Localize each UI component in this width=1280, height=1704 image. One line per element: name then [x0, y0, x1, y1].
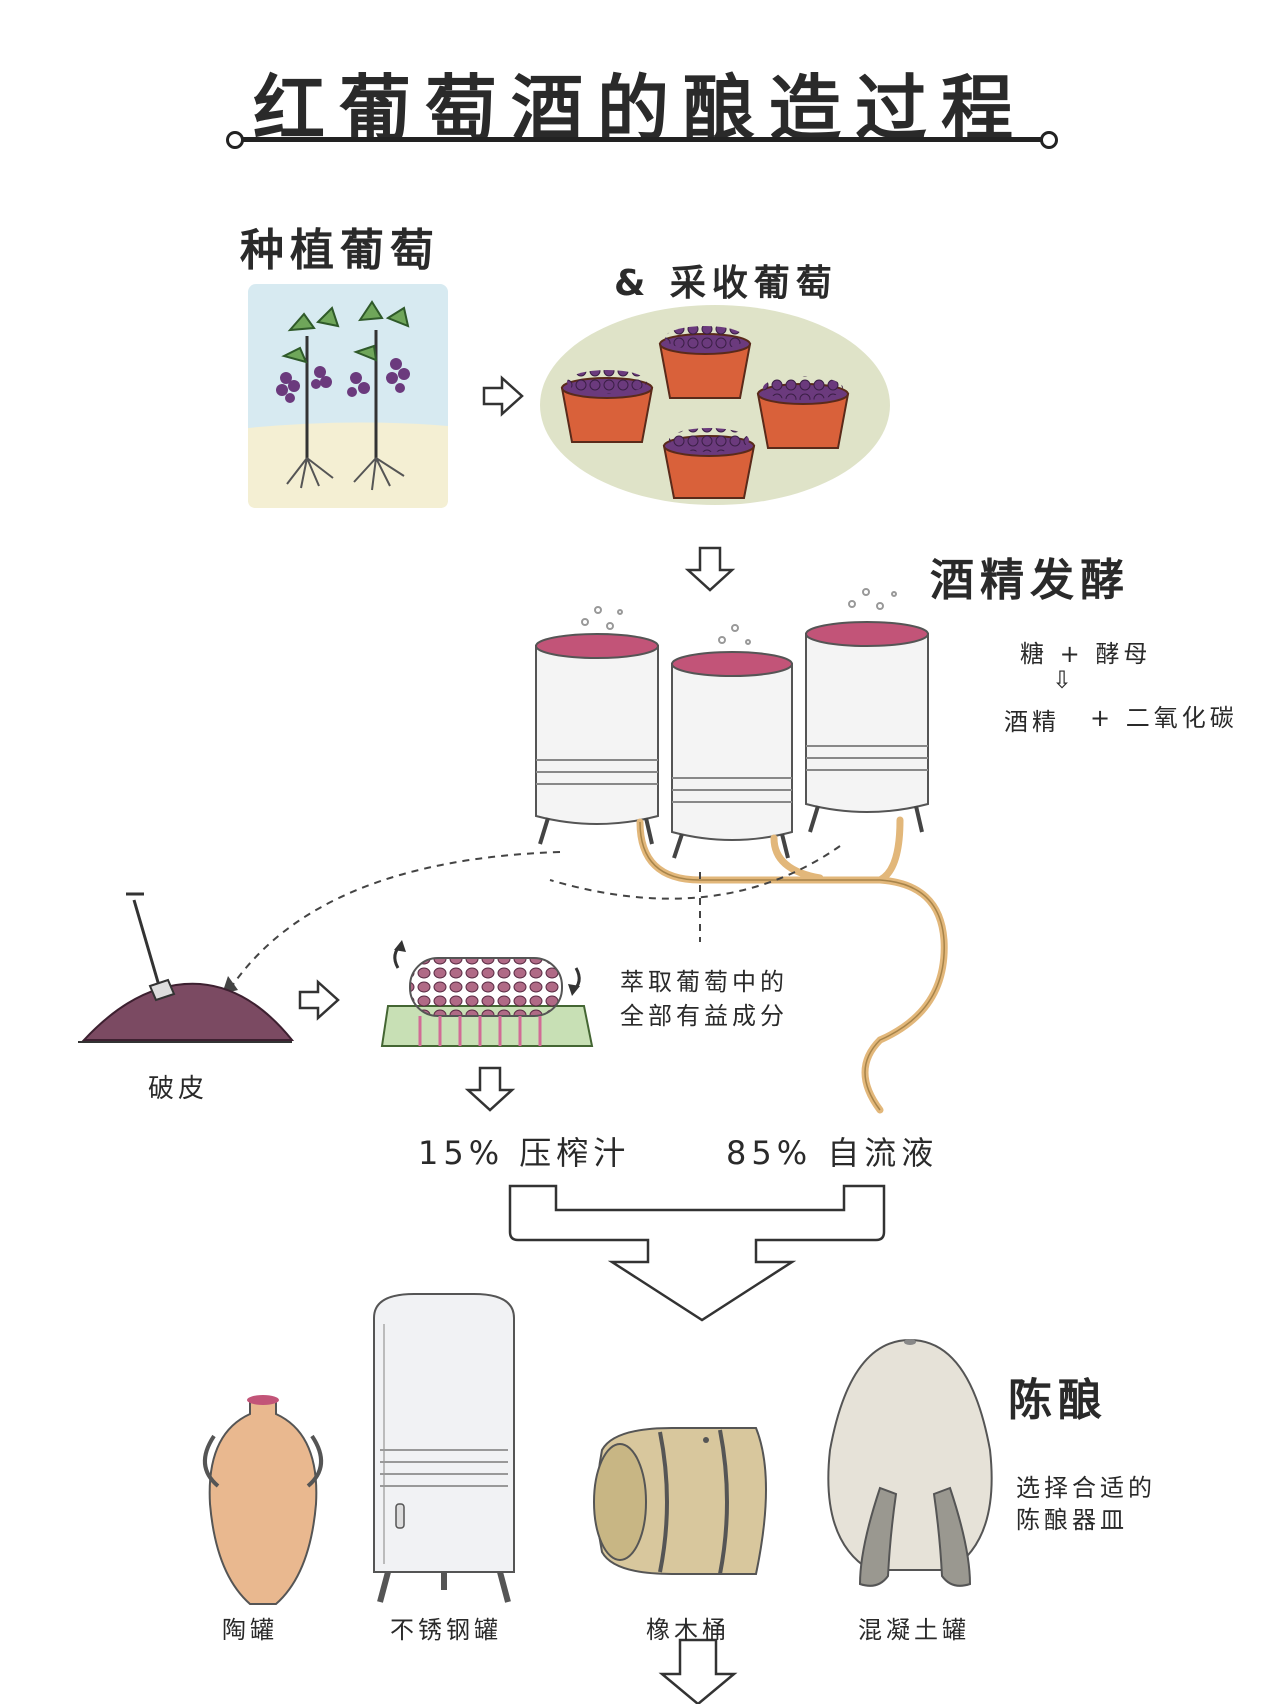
- arrow-next: [658, 1638, 738, 1704]
- amphora: [203, 1395, 323, 1605]
- free-run-label: 85% 自流液: [726, 1134, 939, 1172]
- title-underline: [232, 137, 1052, 142]
- oak-barrel: [593, 1427, 767, 1575]
- press-note-line2: 全部有益成分: [620, 1002, 788, 1030]
- aging-note-line1: 选择合适的: [1016, 1474, 1156, 1502]
- fermentation-tanks: [535, 588, 929, 859]
- stainless-tank: [373, 1293, 515, 1603]
- page-title: 红葡萄酒的酿造过程: [252, 66, 1027, 151]
- aging-label: 陈酿: [1008, 1375, 1108, 1426]
- step-harvest-label: & 采收葡萄: [614, 263, 838, 304]
- arrow-press-down: [464, 1066, 516, 1112]
- arrow-pomace-to-press: [298, 979, 340, 1021]
- harvest-illustration: [540, 305, 890, 505]
- formula-line1: 糖 + 酵母: [1020, 640, 1152, 668]
- pomace-path: [231, 845, 841, 987]
- arrow-harvest-to-ferment: [684, 546, 736, 592]
- wine-press: [380, 940, 594, 1047]
- vessel-label: 橡木桶: [646, 1616, 730, 1644]
- aging-note-line2: 陈酿器皿: [1016, 1506, 1128, 1534]
- vessel-label: 陶罐: [222, 1616, 278, 1644]
- pomace-pile: [78, 892, 295, 1043]
- underline-right-dot: [1040, 131, 1058, 149]
- formula-co2: + 二氧化碳: [1090, 704, 1238, 732]
- vessel-label: 混凝土罐: [858, 1616, 970, 1644]
- vineyard-illustration: [248, 284, 448, 508]
- merge-arrow: [508, 1184, 886, 1322]
- arrow-plant-to-harvest: [482, 375, 524, 417]
- step-plant-label: 种植葡萄: [240, 225, 440, 276]
- press-juice-label: 15% 压榨汁: [418, 1134, 631, 1172]
- underline-left-dot: [226, 131, 244, 149]
- pomace-label: 破皮: [148, 1074, 209, 1104]
- press-note-line1: 萃取葡萄中的: [620, 968, 788, 996]
- formula-alcohol: 酒精: [1004, 708, 1060, 736]
- formula-arrow: ⇩: [1052, 666, 1077, 694]
- vessel-label: 不锈钢罐: [390, 1616, 502, 1644]
- concrete-egg: [827, 1338, 993, 1587]
- step-ferment-label: 酒精发酵: [930, 555, 1130, 606]
